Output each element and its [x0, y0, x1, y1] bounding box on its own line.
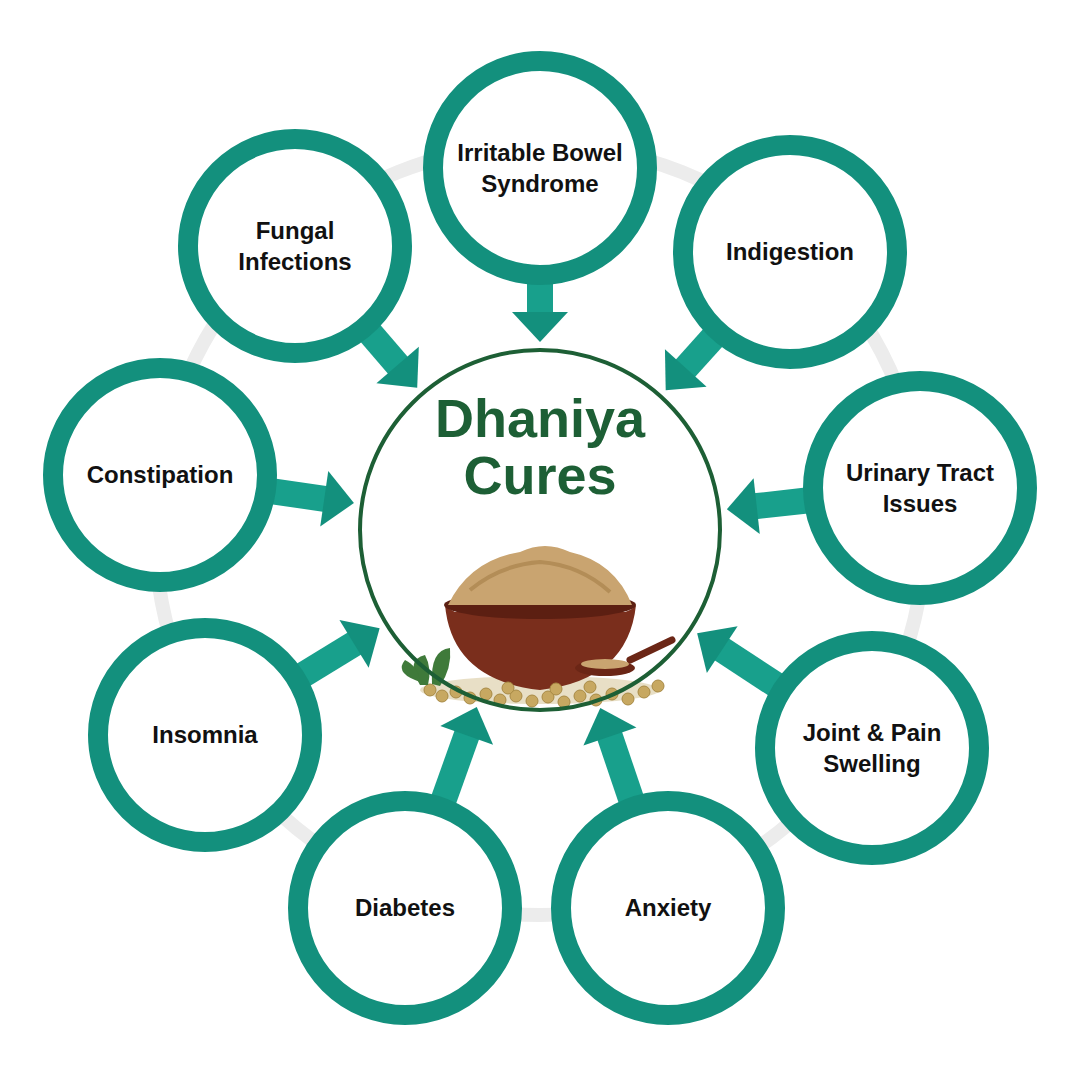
circle-shape [98, 628, 312, 842]
circle-shape [188, 139, 402, 353]
arrow-head [320, 471, 354, 526]
remedy-circle: Diabetes [287, 790, 523, 1026]
arrow-connector [369, 332, 418, 387]
circle-shape [433, 61, 647, 275]
arrow-shaft [684, 337, 713, 370]
arrow-connector [512, 282, 568, 342]
remedy-label: Urinary Tract Issues [832, 457, 1008, 519]
remedy-circle: Urinary Tract Issues [802, 370, 1038, 606]
remedy-circle: Constipation [42, 357, 278, 593]
arrow-connector [665, 337, 714, 390]
arrow-connector [440, 707, 493, 801]
remedy-label: Fungal Infections [207, 215, 383, 277]
arrow-head [583, 708, 636, 745]
center-disc [354, 344, 726, 716]
remedy-label: Diabetes [317, 892, 493, 923]
circle-outline [177, 128, 413, 364]
arrow-shaft [302, 643, 356, 676]
circle-shape [53, 368, 267, 582]
remedy-circle: Indigestion [672, 134, 908, 370]
remedy-circle: Insomnia [87, 617, 323, 853]
remedy-circle: Anxiety [550, 790, 786, 1026]
center-circle: Dhaniya Cures [354, 344, 726, 716]
remedy-label: Indigestion [702, 236, 878, 267]
circle-shape [765, 641, 979, 855]
arrow-head [339, 620, 379, 668]
arrow-head [665, 349, 707, 390]
arrow-head [512, 312, 568, 342]
circle-shape [683, 145, 897, 359]
arrow-shaft [527, 282, 553, 314]
remedy-circle: Joint & Pain Swelling [754, 630, 990, 866]
circle-outline [422, 50, 658, 286]
arrow-connector [302, 620, 379, 676]
circle-shape [360, 350, 720, 710]
arrow-head [697, 626, 737, 673]
circle-shape [561, 801, 775, 1015]
remedy-label: Anxiety [580, 892, 756, 923]
remedy-label: Irritable Bowel Syndrome [452, 137, 628, 199]
center-title: Dhaniya Cures [400, 390, 680, 503]
remedy-label: Constipation [72, 459, 248, 490]
arrow-head [727, 478, 760, 534]
arrow-head [440, 707, 493, 745]
arrow-shaft [369, 332, 398, 366]
arrow-shaft [609, 735, 631, 800]
circle-shape [298, 801, 512, 1015]
circle-outline [802, 370, 1038, 606]
arrow-shaft [755, 501, 807, 507]
arrow-connector [583, 708, 636, 800]
remedy-label: Insomnia [117, 719, 293, 750]
circle-outline [754, 630, 990, 866]
arrow-shaft [443, 733, 467, 800]
circle-shape [813, 381, 1027, 595]
remedy-circle: Irritable Bowel Syndrome [422, 50, 658, 286]
arrow-connector [273, 471, 354, 526]
remedy-circle: Fungal Infections [177, 128, 413, 364]
arrow-shaft [721, 649, 777, 686]
arrow-shaft [273, 491, 326, 499]
arrow-connector [727, 478, 807, 534]
arrow-connector [697, 626, 777, 685]
remedy-label: Joint & Pain Swelling [784, 717, 960, 779]
arrow-head [376, 347, 418, 388]
